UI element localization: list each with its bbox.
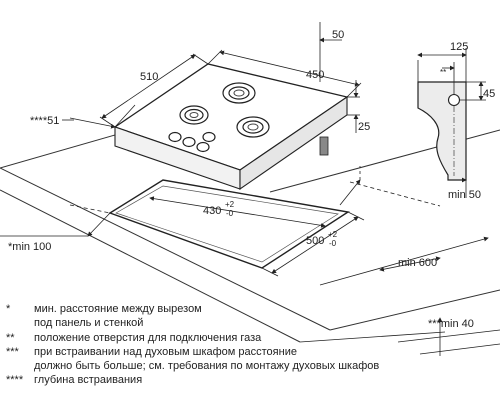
dim-cutout-width-tol-lower: -0 [226,209,234,218]
dim-cutout-width: 430 +2 -0 [203,200,235,218]
burner-right [236,116,270,138]
dim-cutout-depth-tol-lower: -0 [329,239,337,248]
footnote-1: * мин. расстояние между вырезом [6,302,426,316]
footnote-mark: *** [6,345,19,358]
dim-cutout-depth-tol-upper: +2 [328,230,338,239]
footnote-text: глубина встраивания [34,374,143,387]
footnote-text: положение отверстия для подключения газа [34,331,262,344]
footnote-1-cont: под панель и стенкой [6,316,426,330]
footnote-text: мин. расстояние между вырезом [34,303,202,315]
dimension-lines [62,22,362,133]
detail-gas-marker: ** [440,68,446,77]
dim-min-below: ***min 40 [428,318,474,330]
footnote-text: должно быть больше; см. требования по мо… [34,360,380,373]
dim-cutout-width-tol-upper: +2 [225,200,235,209]
detail-height: 45 [483,88,495,100]
burner-left [179,105,209,125]
dim-hob-depth: 510 [140,71,158,83]
dim-min-depth: min 600 [398,257,437,269]
footnote-2: ** положение отверстия для подключения г… [6,331,426,345]
footnote-text: под панель и стенкой [34,317,144,330]
footnote-mark: ** [6,331,15,344]
cutout-dimensions [0,166,500,356]
dim-hob-width: 450 [306,69,324,81]
footnote-3-cont: должно быть больше; см. требования по мо… [6,359,426,373]
footnote-mark: * [6,303,11,315]
footnote-mark: **** [6,374,24,387]
footnote-text: при встраивании над духовым шкафом расст… [34,345,297,358]
control-knobs [168,131,216,153]
dim-min-back: min 50 [448,189,481,201]
dim-height: 25 [358,121,370,133]
footnote-4: **** глубина встраивания [6,373,426,387]
dim-cutout-depth-value: 500 [306,235,324,247]
dim-side-distance: ****51 [30,115,59,127]
dim-min-left: *min 100 [8,241,51,253]
dim-cutout-depth: 500 +2 -0 [306,230,338,248]
detail-width: 125 [450,41,468,53]
side-detail [417,48,486,198]
dim-top-offset: 50 [332,29,344,41]
footnotes: * мин. расстояние между вырезом под пане… [6,302,426,388]
footnote-3: *** при встраивании над духовым шкафом р… [6,345,426,359]
dim-cutout-width-value: 430 [203,205,221,217]
burner-back [222,82,256,104]
